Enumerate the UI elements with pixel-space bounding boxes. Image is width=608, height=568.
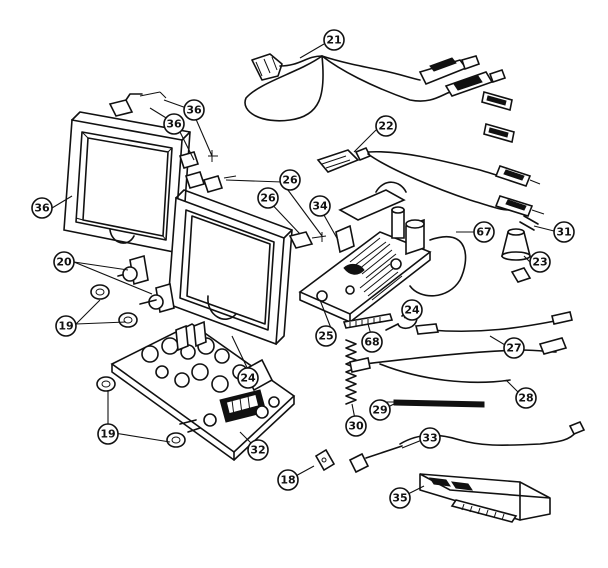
svg-text:30: 30 — [348, 420, 364, 433]
callout-24-probe: 24 — [401, 299, 423, 321]
svg-text:33: 33 — [422, 432, 437, 445]
part-35-connector-module — [419, 473, 551, 523]
callout-30: 30 — [345, 415, 367, 437]
callout-25: 25 — [315, 325, 337, 347]
svg-text:25: 25 — [318, 330, 333, 343]
callout-68: 68 — [361, 331, 383, 353]
part-21-cable-assembly — [244, 53, 507, 122]
callout-21: 21 — [323, 29, 345, 51]
part-19-washers-lower — [96, 376, 186, 448]
part-34-terminal-block — [298, 181, 432, 323]
svg-text:28: 28 — [518, 392, 533, 405]
svg-text:34: 34 — [312, 200, 328, 213]
svg-text:26: 26 — [282, 174, 298, 187]
callout-22: 22 — [375, 115, 397, 137]
callout-19-lower: 19 — [97, 423, 119, 445]
callout-67: 67 — [473, 221, 495, 243]
callout-33: 33 — [419, 427, 441, 449]
callout-36-left: 36 — [31, 197, 53, 219]
part-32-circuit-board — [110, 320, 296, 461]
callout-23: 23 — [529, 251, 551, 273]
callout-36-middle: 36 — [163, 113, 185, 135]
svg-text:20: 20 — [56, 256, 72, 269]
part-26-bracket — [288, 231, 327, 249]
callout-29: 29 — [369, 399, 391, 421]
svg-text:24: 24 — [404, 304, 420, 317]
svg-text:22: 22 — [378, 120, 393, 133]
part-20-control-knobs — [117, 254, 175, 314]
svg-text:24: 24 — [240, 372, 256, 385]
callouts: 21 22 36 36 36 26 26 34 31 67 23 20 19 2… — [31, 29, 575, 509]
part-33-cable-plug — [348, 420, 586, 474]
callout-35: 35 — [389, 487, 411, 509]
callout-26-center: 26 — [257, 187, 279, 209]
svg-text:36: 36 — [34, 202, 50, 215]
part-19-washers-upper — [90, 284, 138, 328]
part-67-wire — [409, 236, 467, 297]
callout-28: 28 — [515, 387, 537, 409]
part-28-probe-lead — [349, 337, 568, 384]
part-27-probe-lead — [414, 311, 573, 335]
svg-text:23: 23 — [532, 256, 547, 269]
callout-27: 27 — [503, 337, 525, 359]
part-23-cap — [500, 228, 532, 283]
callout-34: 34 — [309, 195, 331, 217]
callout-31: 31 — [553, 221, 575, 243]
svg-text:32: 32 — [250, 444, 265, 457]
svg-text:68: 68 — [364, 336, 379, 349]
callout-20: 20 — [53, 251, 75, 273]
svg-text:21: 21 — [326, 34, 341, 47]
lamp-housing-right — [167, 189, 293, 346]
svg-text:19: 19 — [100, 428, 115, 441]
svg-text:27: 27 — [506, 342, 521, 355]
callout-32: 32 — [247, 439, 269, 461]
callout-36-top: 36 — [183, 99, 205, 121]
callout-26-right: 26 — [279, 169, 301, 191]
svg-text:35: 35 — [392, 492, 407, 505]
svg-text:18: 18 — [280, 474, 295, 487]
svg-text:67: 67 — [476, 226, 491, 239]
callout-24-housing: 24 — [237, 367, 259, 389]
part-31-screw — [519, 215, 539, 231]
callout-19-upper: 19 — [55, 315, 77, 337]
svg-text:36: 36 — [186, 104, 202, 117]
callout-18: 18 — [277, 469, 299, 491]
part-18-clip — [314, 448, 336, 472]
part-22-test-lead-assembly — [316, 90, 545, 217]
part-29-threaded-rod — [380, 399, 485, 408]
svg-text:36: 36 — [166, 118, 182, 131]
part-36-brackets — [108, 91, 237, 193]
part-68-spring-strip — [342, 313, 394, 329]
svg-text:31: 31 — [556, 226, 571, 239]
svg-text:19: 19 — [58, 320, 73, 333]
svg-text:26: 26 — [260, 192, 276, 205]
part-30-spring — [345, 339, 357, 405]
svg-text:29: 29 — [372, 404, 387, 417]
